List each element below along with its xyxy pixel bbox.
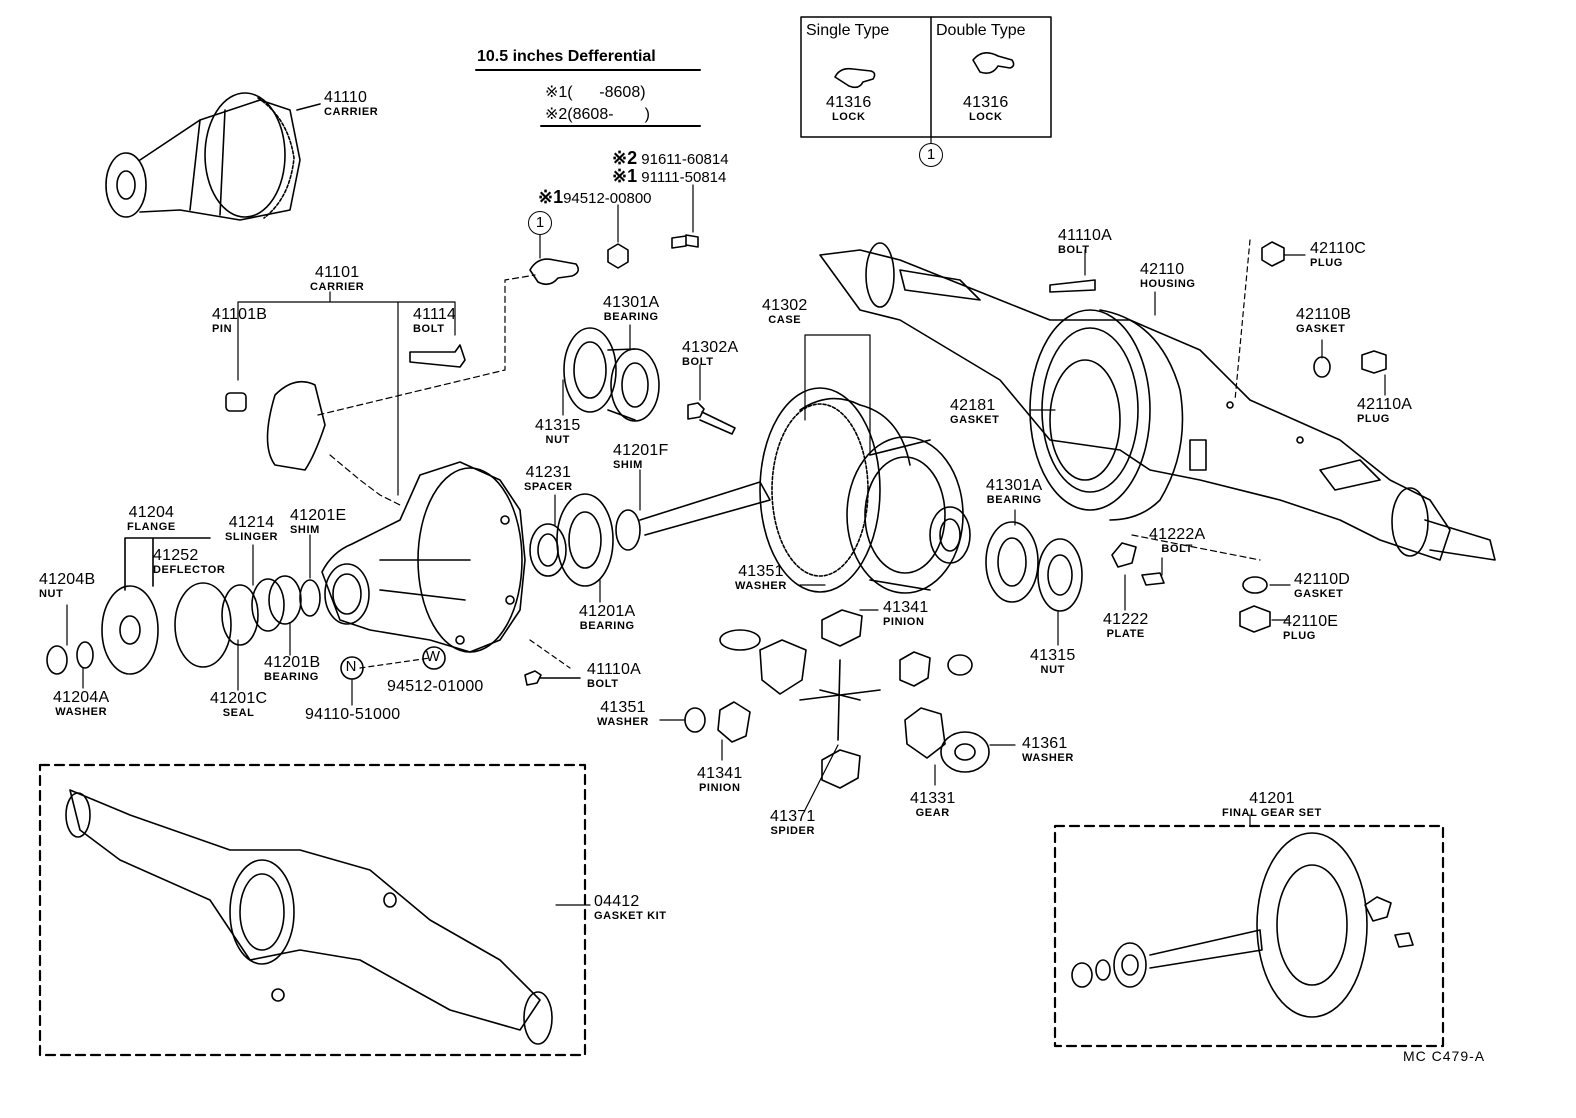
axle-housing-drawing bbox=[819, 242, 1496, 561]
part-94512-00800: ※194512-00800 bbox=[538, 187, 652, 207]
single-type-header: Single Type bbox=[806, 22, 890, 39]
diagram-title: 10.5 inches Defferential bbox=[477, 48, 656, 65]
final-gear-set-drawing bbox=[1071, 832, 1414, 1018]
callout-1-lock: 1 bbox=[919, 143, 943, 167]
gasket-kit-drawing bbox=[65, 789, 553, 1045]
label-94512-01000: 94512-01000 bbox=[387, 678, 484, 695]
callout-1-main: 1 bbox=[528, 211, 552, 235]
double-lock-icon bbox=[972, 52, 1015, 74]
part-91611-60814: ※2 91611-60814 bbox=[612, 148, 729, 168]
bearing-41301A-top-drawing bbox=[563, 327, 660, 422]
circle-n: N bbox=[345, 658, 357, 675]
double-type-header: Double Type bbox=[936, 22, 1026, 39]
part-91111-50814: ※1 91111-50814 bbox=[612, 166, 727, 186]
drawing-reference: MC C479-A bbox=[1403, 1048, 1486, 1064]
carrier-41101-drawing bbox=[321, 461, 526, 653]
spec-line-2: ※2(8608- ) bbox=[545, 106, 650, 123]
ring-gear-case-drawing bbox=[759, 387, 971, 594]
single-lock-icon bbox=[834, 67, 876, 89]
circle-w: W bbox=[425, 648, 441, 665]
spec-line-1: ※1( -8608) bbox=[545, 84, 646, 101]
label-94110-51000: 94110-51000 bbox=[305, 706, 401, 723]
carrier-41110-drawing bbox=[105, 92, 321, 221]
